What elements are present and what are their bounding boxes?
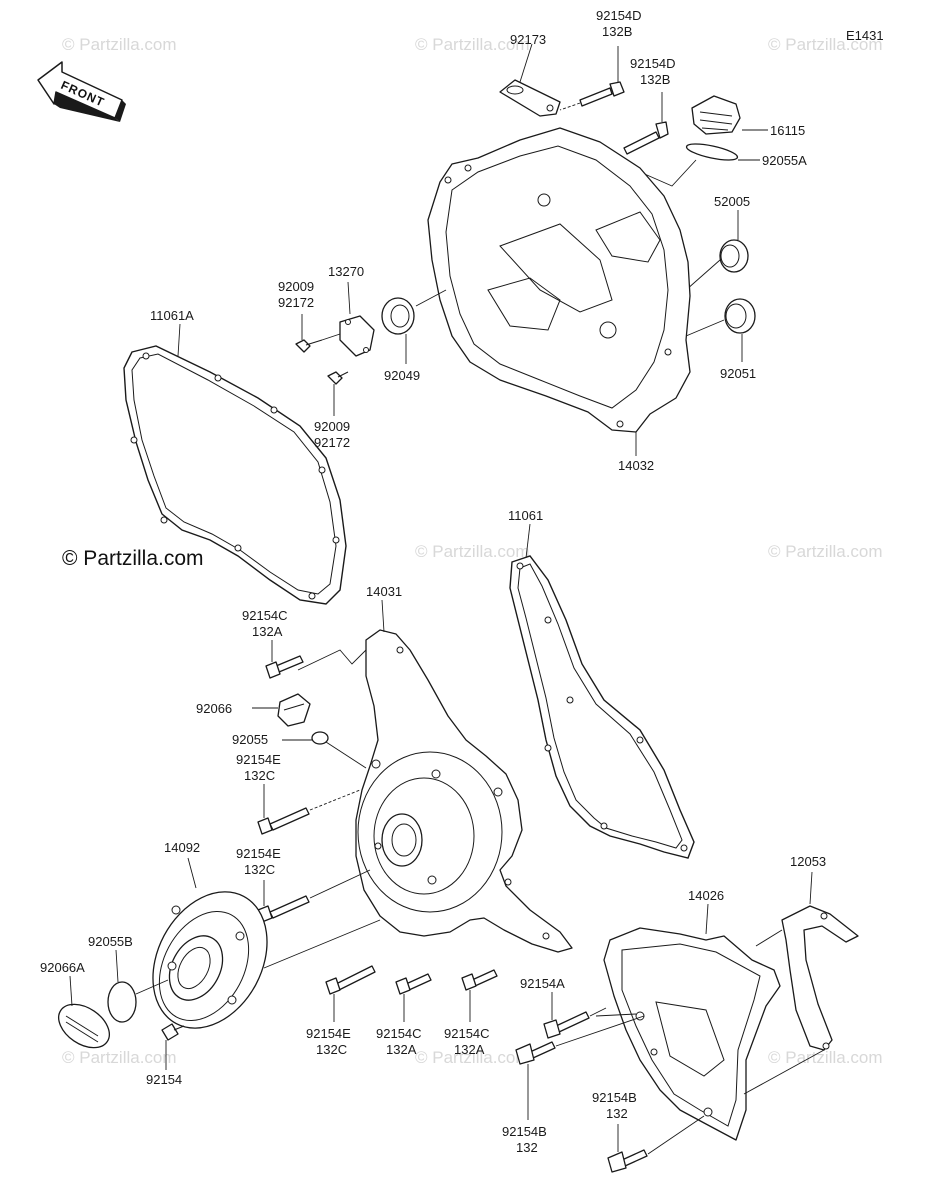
part-label: 92049 xyxy=(384,368,420,383)
plate-92173 xyxy=(499,43,561,117)
part-label: 92154A xyxy=(520,976,565,991)
part-label: 92154D xyxy=(630,56,676,71)
gasket-11061 xyxy=(509,523,695,859)
cap-92066A xyxy=(58,975,110,1049)
bracket-12053 xyxy=(743,871,859,1095)
bolt-92154D-upper xyxy=(559,46,625,111)
part-label: 92154E xyxy=(306,1026,351,1041)
bolt-92154B-upper xyxy=(515,1015,645,1120)
part-label: 92055 xyxy=(232,732,268,747)
watermark: © Partzilla.com xyxy=(415,35,530,54)
seal-92049 xyxy=(381,289,447,364)
o-ring-92055B xyxy=(107,949,169,1023)
bolt-92154E-bottom xyxy=(325,965,376,1022)
part-label: 92009 xyxy=(314,419,350,434)
part-label: 132C xyxy=(316,1042,347,1057)
part-label: 92066 xyxy=(196,701,232,716)
part-label: 132 xyxy=(606,1106,628,1121)
watermark: © Partzilla.com xyxy=(768,35,883,54)
part-label: 92154E xyxy=(236,752,281,767)
watermark: © Partzilla.com xyxy=(768,1048,883,1067)
bolt-92154E-upper xyxy=(257,784,361,835)
watermark: © Partzilla.com xyxy=(62,35,177,54)
part-label: 16115 xyxy=(770,123,805,138)
part-label: 132C xyxy=(244,768,275,783)
bolt-92154A xyxy=(543,992,607,1039)
part-label: 14032 xyxy=(618,458,654,473)
part-label: 132 xyxy=(516,1140,538,1155)
seal-92051 xyxy=(685,298,756,362)
part-label: 14092 xyxy=(164,840,200,855)
part-label: 92051 xyxy=(720,366,756,381)
part-label: 13270 xyxy=(328,264,364,279)
part-label: 92055B xyxy=(88,934,133,949)
plug-92066 xyxy=(252,693,311,727)
bolt-92154C-bottom-right xyxy=(461,969,498,1022)
part-label: 132A xyxy=(454,1042,485,1057)
part-label: 132A xyxy=(386,1042,417,1057)
part-label: 92055A xyxy=(762,153,807,168)
cover-14032 xyxy=(427,127,691,456)
part-label: 11061 xyxy=(508,508,543,523)
screw-92154 xyxy=(161,1023,185,1070)
cover-14026 xyxy=(595,903,781,1141)
cover-14092 xyxy=(152,857,381,1029)
part-label: 92173 xyxy=(510,32,546,47)
bolt-92154C-bottom-left xyxy=(395,973,432,1022)
front-arrow-icon: FRONT xyxy=(37,61,126,122)
seal-52005 xyxy=(685,210,749,291)
part-label: 14031 xyxy=(366,584,402,599)
screw-92009-lower xyxy=(327,371,349,416)
part-label: 132B xyxy=(640,72,670,87)
watermarks: © Partzilla.com © Partzilla.com © Partzi… xyxy=(62,35,883,1067)
plate-13270 xyxy=(339,281,375,357)
gasket-11061A xyxy=(123,323,347,605)
part-label: 92154E xyxy=(236,846,281,861)
bolt-92154E-lower xyxy=(257,869,371,923)
part-label: 14026 xyxy=(688,888,724,903)
part-label: 92154 xyxy=(146,1072,182,1087)
part-label: 92154C xyxy=(242,608,288,623)
part-label: 11061A xyxy=(150,308,194,323)
watermark: © Partzilla.com xyxy=(768,542,883,561)
part-label: 92154B xyxy=(592,1090,637,1105)
part-label: 132B xyxy=(602,24,632,39)
watermark: © Partzilla.com xyxy=(415,542,530,561)
watermark-dark: © Partzilla.com xyxy=(62,547,204,570)
part-label: 92154B xyxy=(502,1124,547,1139)
part-label: 12053 xyxy=(790,854,826,869)
oil-cap-16115 xyxy=(691,95,768,135)
part-labels: 92173 92154D 132B 92154D 132B 16115 9205… xyxy=(40,8,826,1155)
bolt-92154C-upper xyxy=(265,640,304,679)
watermark: © Partzilla.com xyxy=(62,1048,177,1067)
part-label: 92066A xyxy=(40,960,85,975)
part-label: 132C xyxy=(244,862,275,877)
part-label: 92009 xyxy=(278,279,314,294)
watermark: © Partzilla.com xyxy=(415,1048,530,1067)
bolt-92154D-lower xyxy=(623,92,669,155)
part-label: 92154D xyxy=(596,8,642,23)
bolt-92154B-lower xyxy=(607,1115,705,1173)
screw-92009-upper xyxy=(295,314,341,353)
part-label: 92154C xyxy=(376,1026,422,1041)
diagram-code: E1431 xyxy=(846,28,884,43)
part-label: 92172 xyxy=(278,295,314,310)
part-label: 132A xyxy=(252,624,283,639)
cover-14031 xyxy=(297,599,573,953)
o-ring-92055 xyxy=(282,731,367,769)
part-label: 92154C xyxy=(444,1026,490,1041)
part-label: 92172 xyxy=(314,435,350,450)
part-label: 52005 xyxy=(714,194,750,209)
